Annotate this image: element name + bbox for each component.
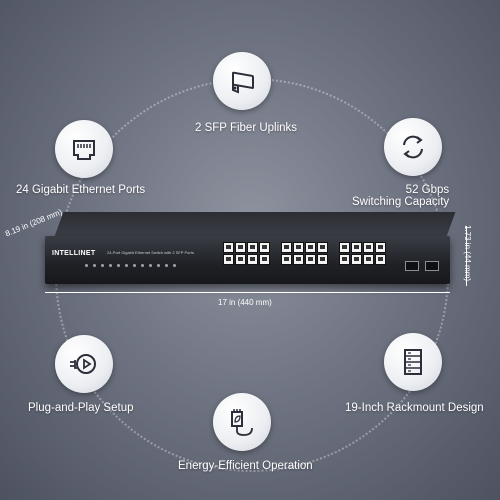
sync-badge: [384, 118, 442, 176]
plug-and-play-label: Plug-and-Play Setup: [28, 402, 134, 414]
width-dimension: 17 in (440 mm): [218, 298, 272, 307]
port-group-3: [339, 242, 386, 265]
sfp-uplinks-label: 2 SFP Fiber Uplinks: [195, 122, 298, 134]
rackmount-label: 19-Inch Rackmount Design: [345, 402, 484, 414]
sfp-port-2: [425, 261, 439, 271]
ethernet-leaf-icon: [231, 409, 253, 436]
brand-logo: INTELLINET: [52, 250, 96, 257]
plug-badge: [55, 335, 113, 393]
height-dimension: 1.73 in (44 mm): [463, 225, 472, 282]
sfp-badge: [213, 52, 271, 110]
switching-capacity-label: 52 Gbps Switching Capacity: [352, 184, 450, 208]
energy-efficient-label: Energy-Efficient Operation: [178, 460, 313, 472]
server-rack-icon: [404, 349, 422, 375]
ethernet-port-icon: [73, 140, 95, 160]
width-dimension-line: [45, 292, 450, 293]
sfp-module-icon: [232, 71, 254, 94]
network-switch: INTELLINET 24-Port Gigabit Ethernet Swit…: [45, 236, 450, 284]
switch-top-panel: [54, 212, 456, 238]
gigabit-ports-label: 24 Gigabit Ethernet Ports: [16, 184, 146, 196]
height-dimension-line: [466, 226, 467, 286]
ethernet-badge: [55, 120, 113, 178]
port-group-2: [281, 242, 328, 265]
sfp-port-1: [405, 261, 419, 271]
sync-arrows-icon: [403, 135, 423, 159]
status-leds: [85, 264, 205, 267]
power-plug-play-icon: [70, 354, 96, 374]
energy-badge: [213, 393, 271, 451]
model-text: 24-Port Gigabit Ethernet Switch with 2 S…: [107, 250, 194, 255]
port-group-1: [223, 242, 270, 265]
rack-badge: [384, 333, 442, 391]
